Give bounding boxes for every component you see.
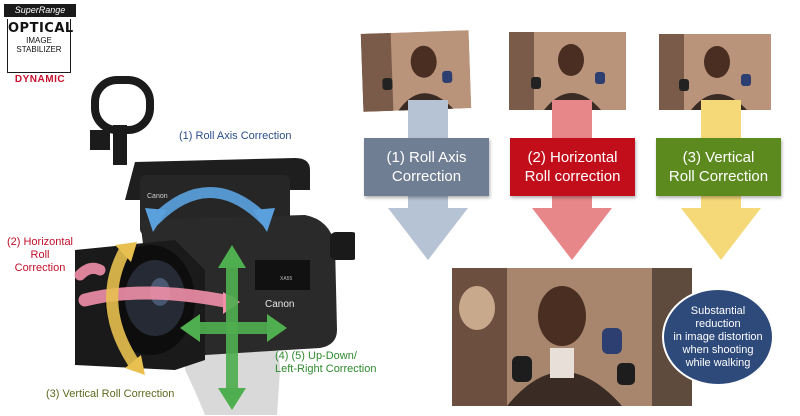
- label-updown: (4) (5) Up-Down/ Left-Right Correction: [275, 350, 377, 376]
- roll-axis-arrow-head-left: [145, 208, 167, 232]
- photo-vertical-scene: [659, 34, 771, 110]
- category-roll-axis-line1: (1) Roll Axis: [386, 149, 467, 166]
- vertical-roll-arrow: [106, 244, 141, 371]
- category-vertical-line1: (3) Vertical: [682, 149, 755, 166]
- camera-illustration: Canon Canon XA55: [74, 76, 355, 415]
- vertical-roll-arrow-head-top: [115, 242, 137, 262]
- roll-axis-arrow: [149, 187, 271, 226]
- category-vertical-line2: Roll Correction: [668, 168, 769, 185]
- horizontal-roll-arrow-tail: [74, 262, 106, 281]
- label-updown-line2: Left-Right Correction: [275, 363, 377, 375]
- result-line4: when shooting: [682, 343, 754, 356]
- badge-line1: OPTICAL: [8, 21, 74, 36]
- mic-holder: [90, 76, 154, 165]
- photo-result-scene: [452, 268, 692, 406]
- photo-horizontal-scene: [509, 32, 626, 110]
- camera-brand-top: Canon: [147, 193, 168, 200]
- leftright-arrow-shaft: [190, 322, 275, 334]
- badge-box: OPTICAL IMAGE STABILIZER: [7, 19, 74, 73]
- badge-dynamic: DYNAMIC: [14, 74, 66, 85]
- category-roll-axis-line2: Correction: [391, 168, 462, 185]
- label-horizontal-line1: (2) Horizontal: [6, 236, 74, 248]
- camera-screen: [255, 260, 310, 290]
- category-roll-axis: (1) Roll Axis Correction: [364, 138, 489, 196]
- result-line5: while walking: [685, 356, 751, 369]
- vertical-roll-arrow-head-bottom: [125, 355, 145, 375]
- updown-arrow-head-top: [218, 245, 246, 268]
- result-callout: Substantial reduction in image distortio…: [662, 288, 774, 386]
- badge-superrange: SuperRange: [4, 4, 76, 17]
- category-horizontal-line1: (2) Horizontal: [527, 149, 618, 166]
- updown-arrow-head-bottom: [218, 388, 246, 410]
- category-vertical: (3) Vertical Roll Correction: [656, 138, 781, 196]
- label-updown-line1: (4) (5) Up-Down/: [275, 350, 357, 362]
- label-vertical-roll: (3) Vertical Roll Correction: [46, 388, 175, 400]
- flow-arrow-vertical-head: [681, 208, 761, 260]
- badge-line3: STABILIZER: [16, 45, 62, 54]
- result-line3: in image distortion: [673, 330, 763, 343]
- leftright-arrow-head-right: [267, 314, 287, 342]
- result-line1: Substantial: [690, 304, 746, 317]
- flow-arrow-horizontal-head: [532, 208, 612, 260]
- leftright-arrow-head-left: [180, 314, 200, 342]
- label-horizontal-line3: Correction: [14, 262, 66, 274]
- camera-model: XA55: [280, 276, 292, 282]
- category-horizontal: (2) Horizontal Roll correction: [510, 138, 635, 196]
- photo-vertical: [659, 34, 771, 110]
- roll-axis-arrow-head-right: [253, 208, 275, 232]
- label-roll-axis: (1) Roll Axis Correction: [179, 130, 292, 142]
- badge-line2: IMAGE: [26, 36, 52, 45]
- side-knob: [330, 232, 355, 260]
- label-horizontal-roll: (2) Horizontal Roll Correction: [4, 236, 76, 275]
- photo-horizontal: [509, 32, 626, 110]
- result-line2: reduction: [695, 317, 741, 330]
- label-horizontal-line2: Roll: [30, 249, 50, 261]
- camera-brand-side: Canon: [265, 299, 294, 310]
- optical-stabilizer-badge: SuperRange OPTICAL IMAGE STABILIZER DYNA…: [4, 4, 76, 85]
- horizontal-roll-arrow: [78, 286, 237, 309]
- category-horizontal-line2: Roll correction: [524, 168, 621, 185]
- flow-arrow-roll-axis-head: [388, 208, 468, 260]
- photo-result: [452, 268, 692, 406]
